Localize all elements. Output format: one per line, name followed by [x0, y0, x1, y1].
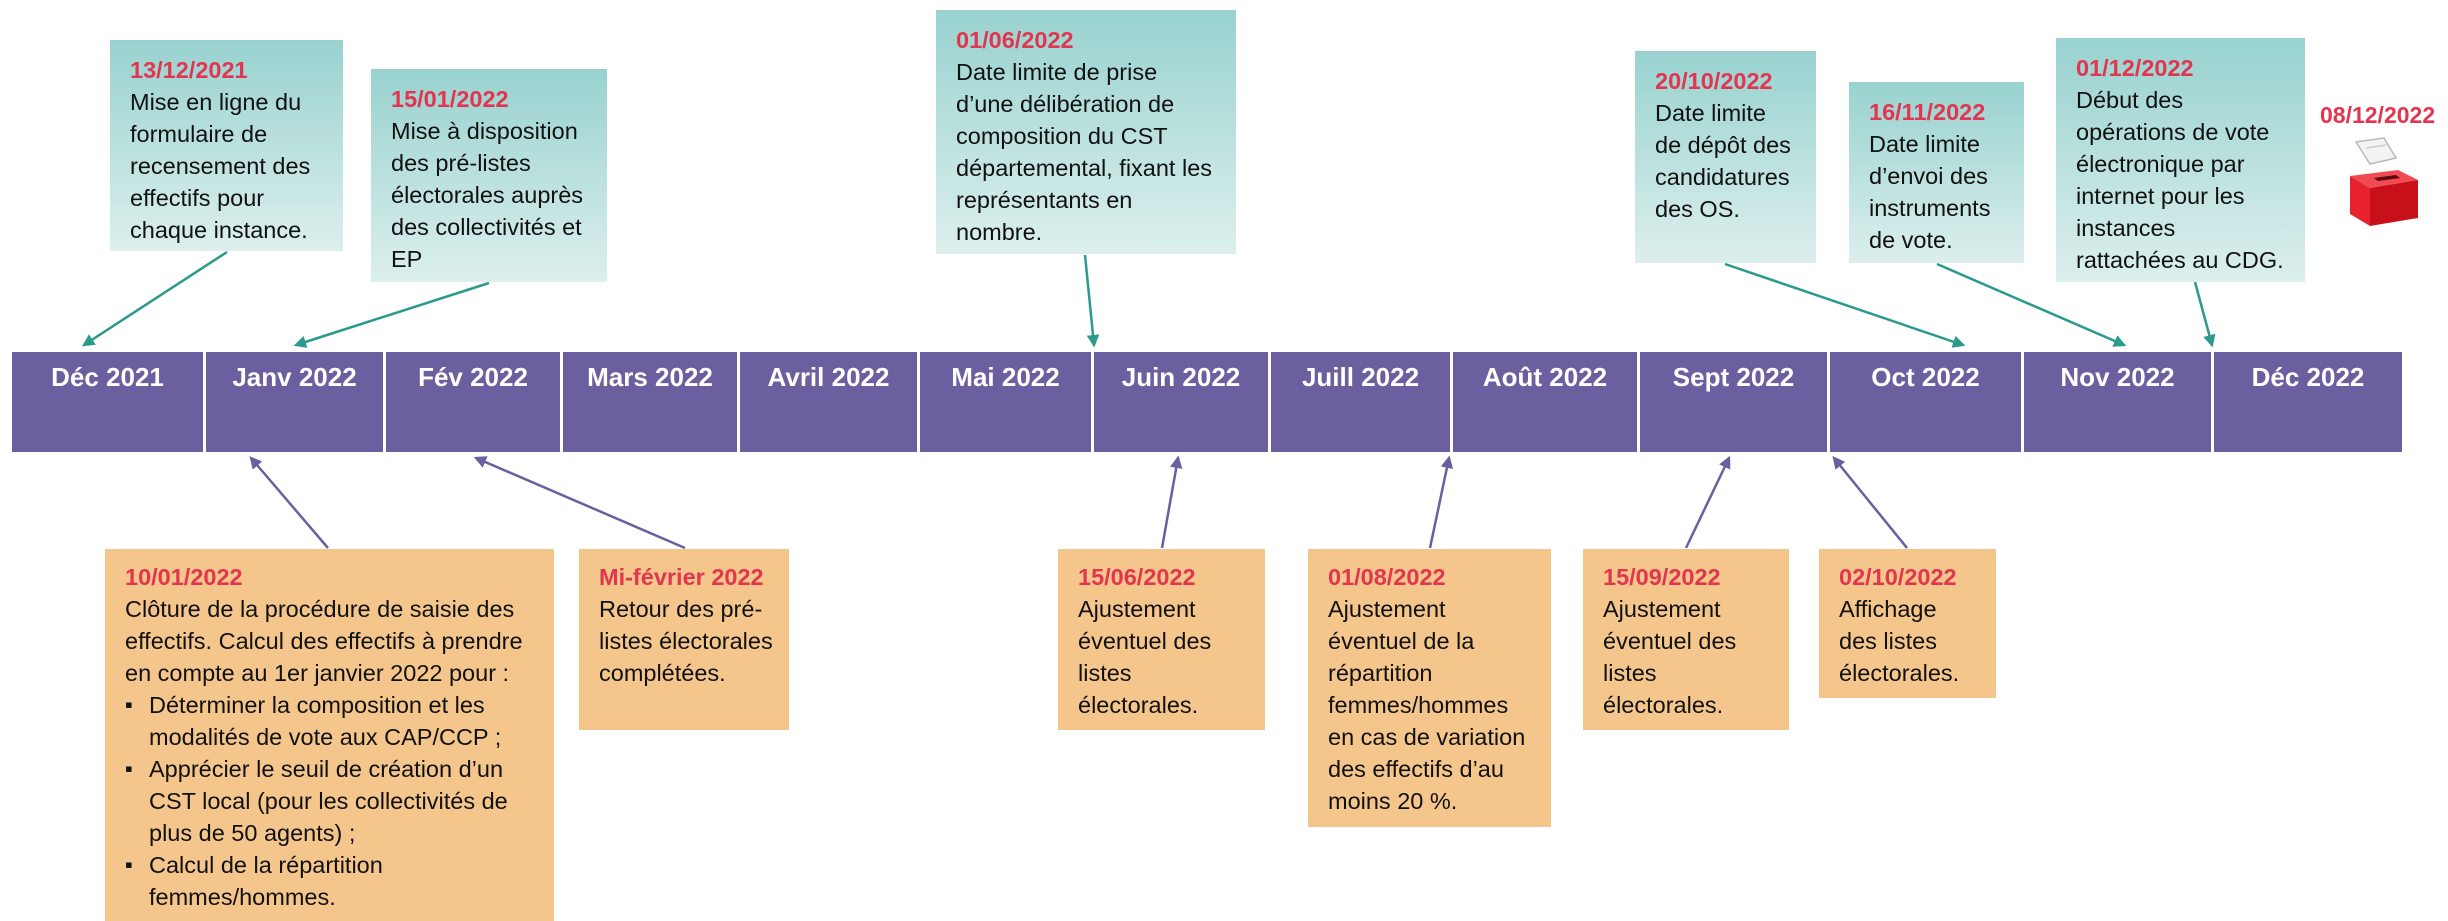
arrow-20-10-2022	[1724, 262, 1966, 348]
arrow-mi-fevrier-2022	[473, 456, 686, 550]
note-date: 20/10/2022	[1655, 68, 1773, 94]
bottom-note-01-08-2022: 01/08/2022 Ajustement éventuel de la rép…	[1308, 549, 1551, 827]
arrow-13-12-2021	[81, 250, 228, 347]
month-aout-2022: Août 2022	[1453, 352, 1640, 452]
month-mars-2022: Mars 2022	[563, 352, 740, 452]
note-bullet: Calcul de la répartition femmes/hommes.	[125, 849, 538, 913]
note-date: 01/08/2022	[1328, 564, 1446, 590]
arrow-02-10-2022	[1832, 456, 1908, 549]
note-date: 02/10/2022	[1839, 564, 1957, 590]
note-text: Mise en ligne du formulaire de recenseme…	[130, 89, 311, 243]
note-date: 13/12/2021	[130, 57, 248, 83]
note-date: Mi-février 2022	[599, 564, 764, 590]
note-bullet: Déterminer la composition et les modalit…	[125, 689, 538, 753]
top-note-01-06-2022: 01/06/2022 Date limite de prise d’une dé…	[936, 10, 1236, 254]
top-note-15-01-2022: 15/01/2022 Mise à disposition des pré-li…	[371, 69, 607, 282]
ballot-box-icon	[2350, 137, 2418, 226]
note-date: 15/06/2022	[1078, 564, 1196, 590]
note-text: Date limite de dépôt des candidatures de…	[1655, 100, 1791, 222]
vote-date: 08/12/2022	[2320, 102, 2436, 128]
arrow-16-11-2022	[1936, 262, 2127, 347]
bottom-note-02-10-2022: 02/10/2022 Affichage des listes électora…	[1819, 549, 1996, 698]
note-text: Date limite d’envoi des instruments de v…	[1869, 131, 1991, 253]
month-oct-2022: Oct 2022	[1830, 352, 2024, 452]
month-nov-2022: Nov 2022	[2024, 352, 2214, 452]
top-note-13-12-2021: 13/12/2021 Mise en ligne du formulaire d…	[110, 40, 343, 251]
note-date: 15/09/2022	[1603, 564, 1721, 590]
bottom-note-10-01-2022: 10/01/2022 Clôture de la procédure de sa…	[105, 549, 554, 921]
month-mai-2022: Mai 2022	[920, 352, 1094, 452]
month-dec-2021: Déc 2021	[12, 352, 206, 452]
note-text: Début des opérations de vote électroniqu…	[2076, 87, 2284, 273]
arrow-15-09-2022	[1684, 455, 1731, 549]
note-text: Ajustement éventuel des listes électoral…	[1603, 596, 1737, 718]
note-date: 01/06/2022	[956, 27, 1074, 53]
note-text: Mise à disposition des pré-listes électo…	[391, 118, 584, 272]
top-note-20-10-2022: 20/10/2022 Date limite de dépôt des cand…	[1635, 51, 1816, 263]
month-avril-2022: Avril 2022	[740, 352, 920, 452]
note-text: Affichage des listes électorales.	[1839, 596, 1960, 686]
top-note-16-11-2022: 16/11/2022 Date limite d’envoi des instr…	[1849, 82, 2024, 263]
note-bullet-list: Déterminer la composition et les modalit…	[125, 689, 538, 913]
bottom-note-15-06-2022: 15/06/2022 Ajustement éventuel des liste…	[1058, 549, 1265, 730]
arrow-15-01-2022	[293, 281, 490, 348]
month-juill-2022: Juill 2022	[1271, 352, 1453, 452]
top-note-01-12-2022: 01/12/2022 Début des opérations de vote …	[2056, 38, 2305, 282]
note-text: Retour des pré-listes électorales complé…	[599, 596, 773, 686]
arrow-01-12-2022	[2193, 281, 2216, 348]
note-date: 01/12/2022	[2076, 55, 2194, 81]
note-text: Clôture de la procédure de saisie des ef…	[125, 596, 523, 686]
note-bullet: Apprécier le seuil de création d’un CST …	[125, 753, 538, 849]
note-text: Ajustement éventuel de la répartition fe…	[1328, 596, 1526, 814]
note-text: Ajustement éventuel des listes électoral…	[1078, 596, 1212, 718]
note-date: 10/01/2022	[125, 564, 243, 590]
month-fev-2022: Fév 2022	[386, 352, 563, 452]
bottom-note-15-09-2022: 15/09/2022 Ajustement éventuel des liste…	[1583, 549, 1789, 730]
note-text: Date limite de prise d’une délibération …	[956, 59, 1213, 245]
month-janv-2022: Janv 2022	[206, 352, 386, 452]
arrow-01-06-2022	[1083, 254, 1100, 348]
bottom-note-mi-fevrier-2022: Mi-février 2022 Retour des pré-listes él…	[579, 549, 789, 730]
month-juin-2022: Juin 2022	[1094, 352, 1271, 452]
note-date: 16/11/2022	[1869, 99, 1986, 125]
arrow-10-01-2022	[249, 456, 329, 549]
arrow-01-08-2022	[1428, 455, 1454, 549]
month-dec-2022: Déc 2022	[2214, 352, 2402, 452]
timeline-bar: Déc 2021 Janv 2022 Fév 2022 Mars 2022 Av…	[12, 352, 2402, 452]
month-sept-2022: Sept 2022	[1640, 352, 1830, 452]
arrow-15-06-2022	[1160, 455, 1183, 549]
note-date: 15/01/2022	[391, 86, 509, 112]
